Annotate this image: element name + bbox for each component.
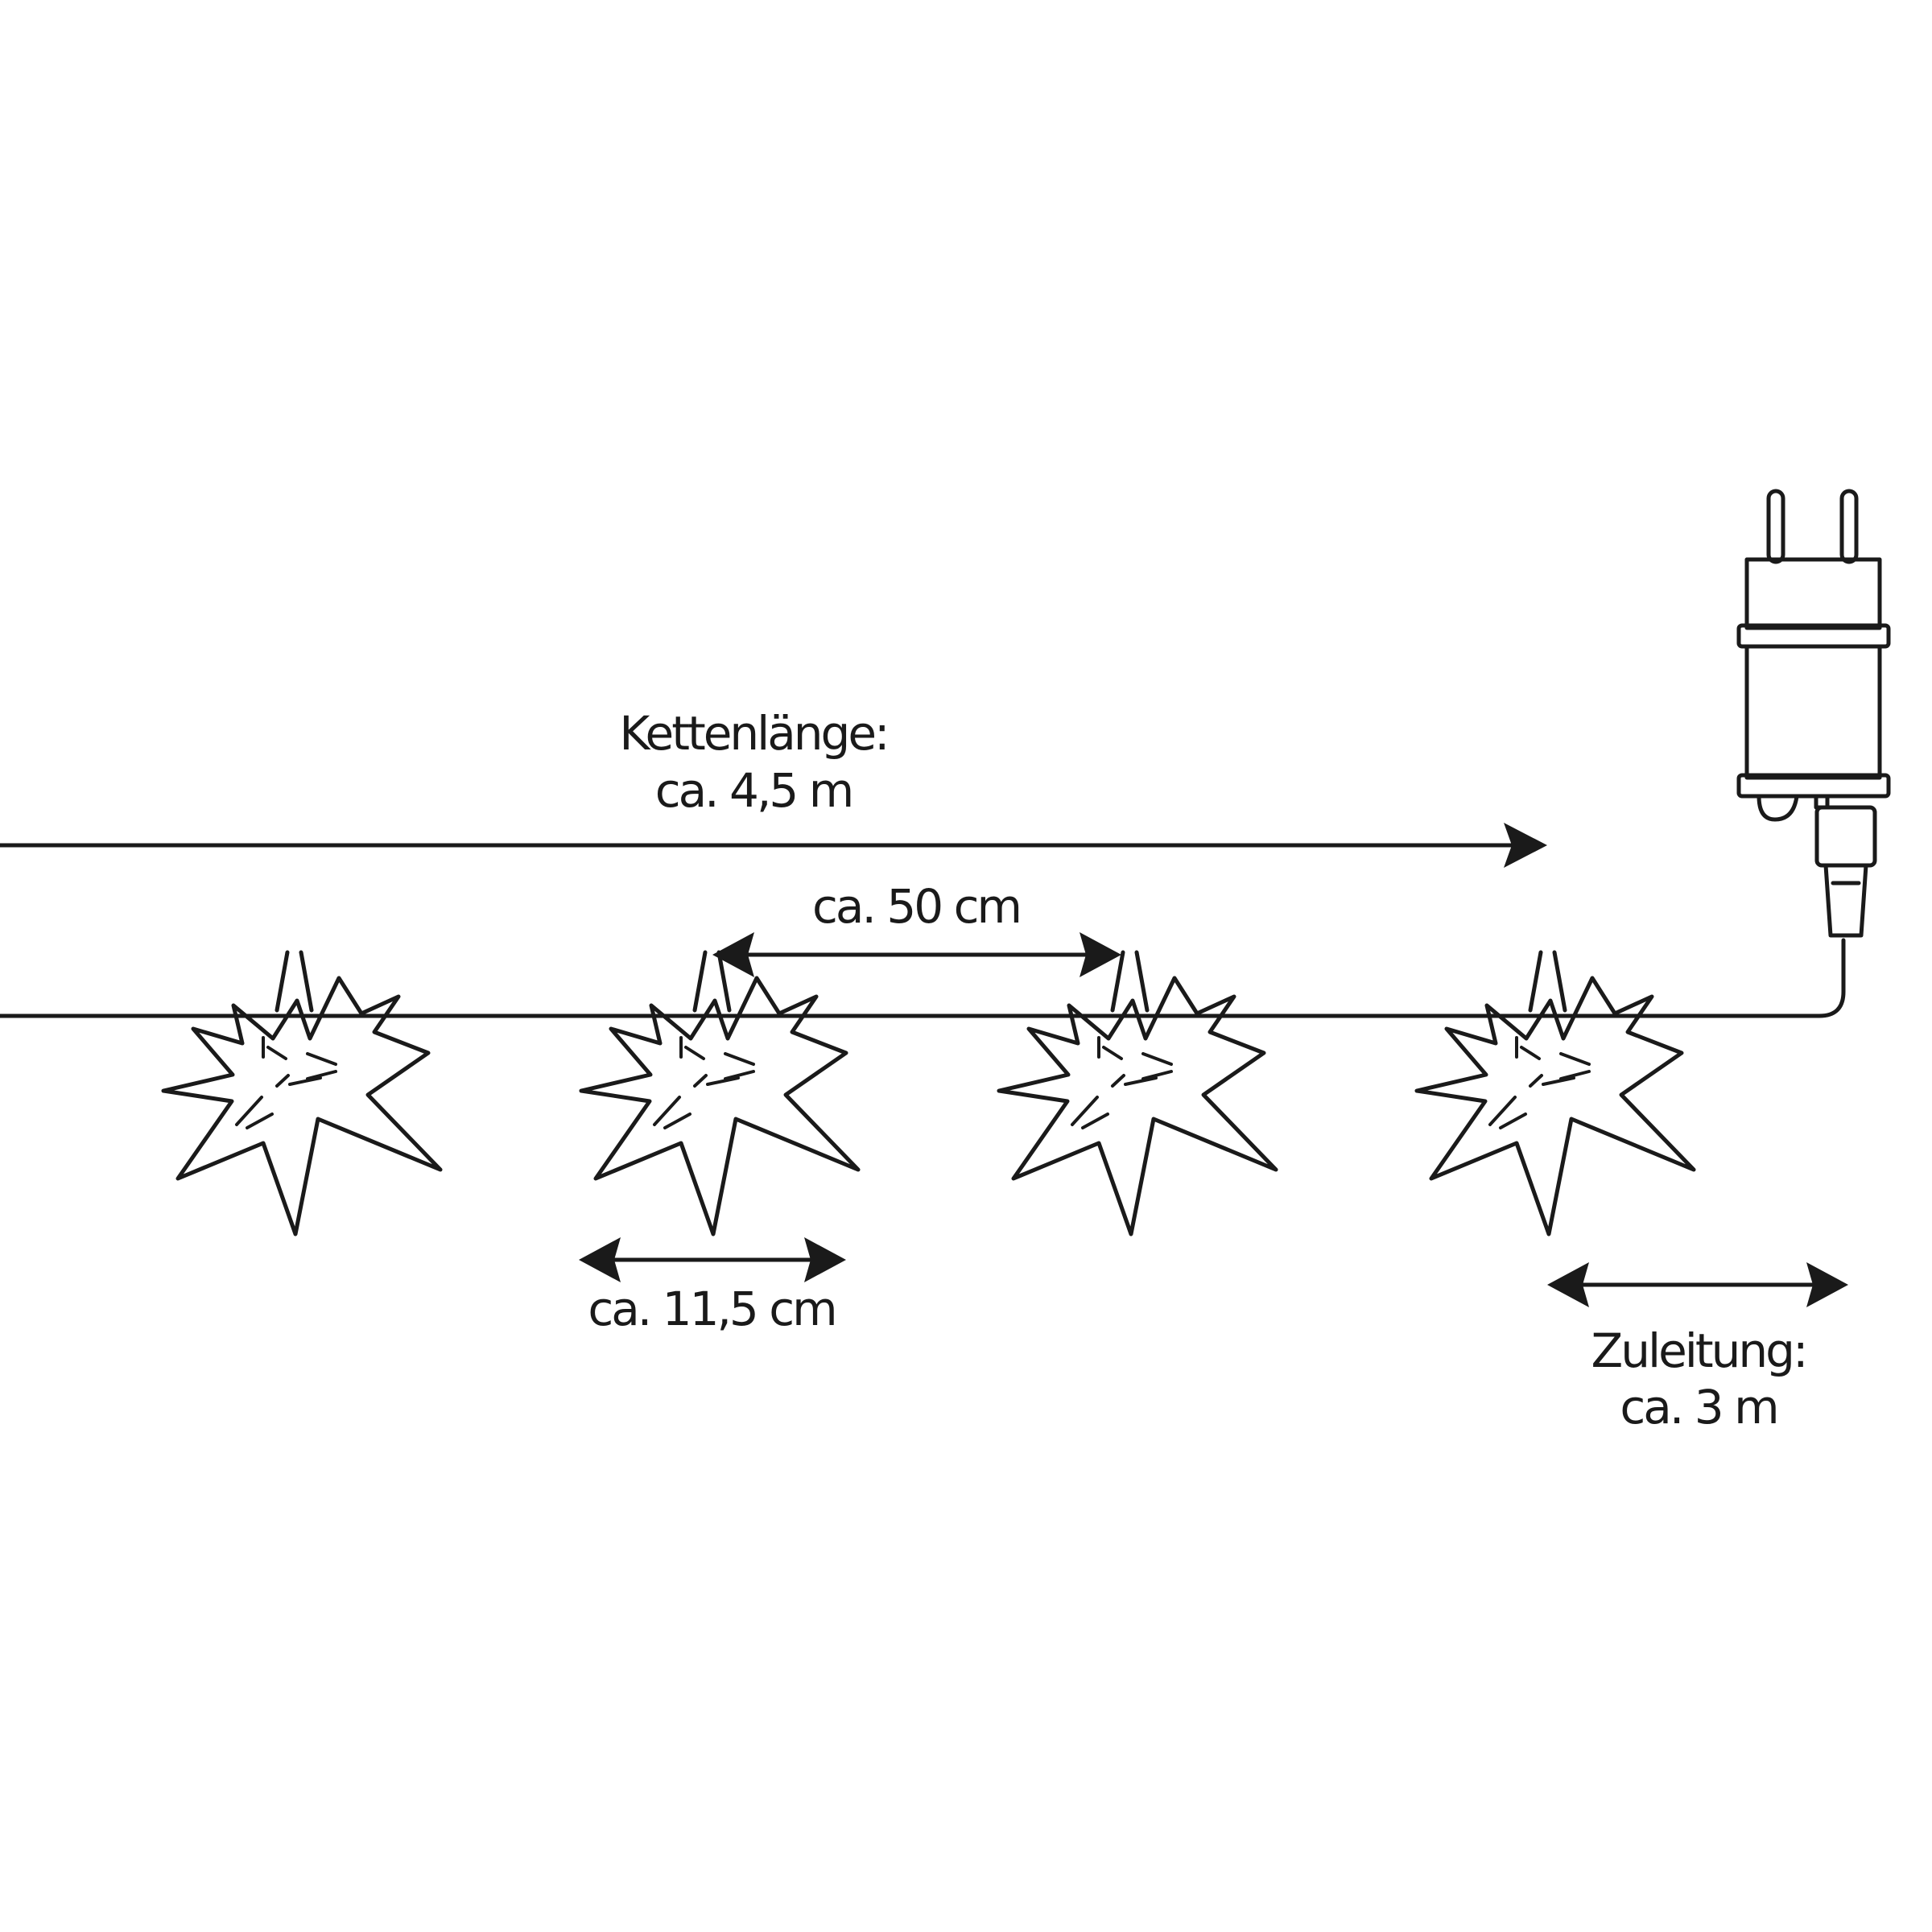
- spacing-label: ca. 50 cm: [812, 879, 1020, 934]
- lead-cable-title: Zuleitung:: [1591, 1323, 1806, 1378]
- lead-cable-value: ca. 3 m: [1620, 1380, 1777, 1435]
- chain-length-dimension: [0, 823, 1547, 868]
- star-ornament: [581, 952, 858, 1234]
- chain-cable: [0, 938, 1846, 1018]
- star-ornament: [163, 952, 440, 1234]
- chain-length-value: ca. 4,5 m: [655, 763, 852, 818]
- star-ornament: [999, 952, 1276, 1234]
- chain-length-title: Kettenlänge:: [619, 706, 887, 761]
- power-adapter-icon: [1736, 489, 1891, 938]
- star-width-dimension: [579, 1237, 846, 1282]
- star-width-label: ca. 11,5 cm: [588, 1282, 835, 1336]
- spacing-dimension: [712, 932, 1121, 977]
- lead-cable-dimension: [1547, 1262, 1848, 1307]
- star-ornament: [1417, 952, 1694, 1234]
